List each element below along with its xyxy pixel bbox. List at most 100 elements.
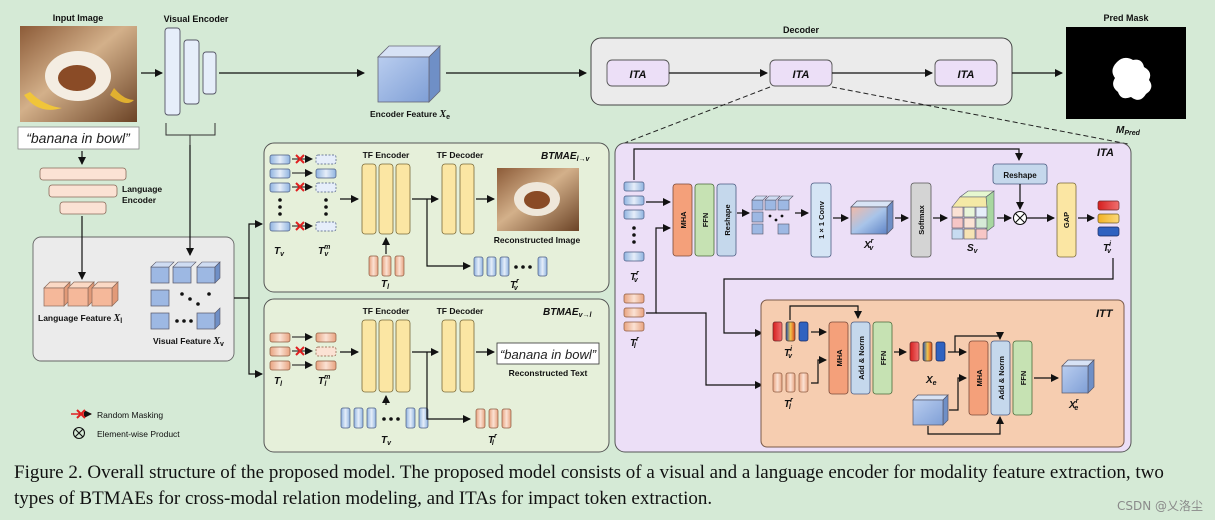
- reconstructed-image-food: [524, 191, 550, 209]
- encoder-feature-label: Encoder Feature Xe: [370, 109, 450, 121]
- btmae-top-tl-label: Tl: [381, 279, 390, 291]
- arrow-tvr-top-to-reshape: [633, 148, 1023, 180]
- ita-tvi-tokens: [1097, 200, 1120, 237]
- language-feature-label: Language Feature Xl: [38, 313, 122, 325]
- visual-encoder-layer-3: [202, 51, 217, 95]
- btmae-bottom-masking-arrows: [292, 333, 313, 369]
- itt-addnorm-block-2: [990, 340, 1011, 416]
- arrow-tvi-to-itt: [723, 258, 1114, 337]
- btmae-bottom-title: BTMAEv→l: [543, 307, 592, 319]
- arrow-feature-to-btmae: [234, 220, 263, 299]
- itt-ffn-label-1: FFN: [879, 351, 888, 366]
- visual-encoder-label: Visual Encoder: [164, 14, 229, 24]
- visual-feature: Visual Feature Xv: [150, 261, 224, 348]
- itt-mha-label-2: MHA: [975, 369, 984, 387]
- arrow-tlr-to-itt: [656, 312, 763, 389]
- itt-addnorm-label-1: Add & Norm: [857, 336, 866, 380]
- pred-mask-symbol: MPred: [1116, 125, 1141, 137]
- arrow-cube-to-addnorm: [927, 416, 1004, 435]
- arrow-itt-xe-skip: [954, 332, 1004, 352]
- itt-mha-block-2: [968, 340, 989, 416]
- banana-shape-2: [110, 88, 134, 104]
- decoder-ita-label-2: ITA: [793, 69, 810, 81]
- arrow-top-enc-to-tvr: [426, 199, 471, 270]
- language-encoder-label-1: Language: [122, 184, 162, 194]
- legend: Random Masking Element-wise Product: [71, 409, 180, 440]
- visual-encoder: Visual Encoder: [164, 14, 229, 145]
- language-encoder-layer-1: [39, 167, 127, 181]
- ita-reshape-label: Reshape: [723, 204, 732, 235]
- itt-ffn-block-1: [872, 321, 893, 395]
- ita-ffn-label: FFN: [701, 213, 710, 228]
- btmae-top-tf-encoder: [361, 163, 411, 235]
- decoder-ita-label-3: ITA: [958, 69, 975, 81]
- btmae-top-masking-arrows: [292, 155, 313, 230]
- ita-mha-block: [672, 183, 693, 257]
- ita-ffn-block: [694, 183, 715, 257]
- ita-reshape-block: [716, 183, 737, 257]
- mask-x-icon: [76, 409, 86, 419]
- btmae-bottom-visual-tokens: [340, 407, 429, 429]
- itt-ffn-label-2: FFN: [1019, 371, 1028, 386]
- btmae-bottom-tl-label: Tl: [274, 376, 283, 388]
- ita-softmax-label: Softmax: [917, 204, 926, 234]
- text-query-box: [17, 126, 140, 150]
- btmae-bottom-tf-encoder: [361, 319, 411, 393]
- ita-tvr-tokens: [623, 181, 645, 262]
- ita-conv-block: [810, 182, 832, 258]
- itt-ffn-block-2: [1012, 340, 1033, 416]
- encoder-feature-cube: Encoder Feature Xe: [370, 45, 450, 121]
- btmae-bottom-tf-decoder-label: TF Decoder: [437, 306, 484, 316]
- language-encoder-label-2: Encoder: [122, 195, 157, 205]
- visual-encoder-brace: [165, 123, 216, 145]
- itt-xe-tokens: [909, 341, 946, 362]
- arrow-itt-tlr-to-mha: [811, 356, 827, 384]
- ita-gap-label: GAP: [1062, 212, 1071, 228]
- zoom-line-left: [621, 86, 771, 145]
- language-encoder-layer-2: [48, 184, 118, 198]
- visual-encoder-layer-1: [164, 27, 181, 116]
- btmae-top-title: BTMAEl→v: [541, 151, 591, 163]
- visual-encoder-layer-2: [183, 39, 200, 105]
- food-shape: [58, 65, 96, 91]
- decoder-ita-label-1: ITA: [630, 69, 647, 81]
- reconstructed-image-label: Reconstructed Image: [494, 235, 581, 245]
- input-image-label: Input Image: [53, 13, 104, 23]
- ita-product-icon: [1012, 210, 1028, 226]
- ita-softmax-block: [910, 182, 932, 258]
- input-image-section: Input Image “banana in bowl”: [17, 13, 140, 150]
- itt-mha-label-1: MHA: [835, 349, 844, 367]
- ita-sv-cube: [951, 190, 995, 240]
- ita-sv-label: Sv: [967, 243, 979, 255]
- arrow-cube-to-mha: [949, 374, 967, 411]
- decoder-ita-block-3: [934, 59, 998, 87]
- btmae-bottom-tv-label: Tv: [381, 435, 392, 447]
- text-query: “banana in bowl”: [26, 130, 131, 146]
- btmae-top-mask-icons: [295, 154, 305, 231]
- arrow-tlr-to-mha: [646, 224, 671, 314]
- random-masking-label: Random Masking: [97, 410, 163, 420]
- itt-tvi-tokens: [772, 321, 809, 342]
- btmae-bottom-tf-decoder: [441, 319, 475, 393]
- visual-feature-label: Visual Feature Xv: [153, 336, 224, 348]
- language-encoder: Language Encoder: [39, 167, 162, 215]
- arrow-feature-to-btmae-2: [248, 298, 263, 378]
- pred-mask: Pred Mask MPred: [1066, 13, 1186, 137]
- zoom-line-right: [831, 86, 1129, 145]
- element-wise-product-label: Element-wise Product: [97, 429, 180, 439]
- figure-caption: Figure 2. Overall structure of the propo…: [14, 462, 1164, 509]
- itt-xe-label: Xe: [925, 375, 937, 387]
- btmae-bottom-input-tokens: [269, 332, 291, 371]
- ita-reshape-top-label: Reshape: [1003, 171, 1037, 180]
- reconstructed-text-box: [496, 342, 600, 365]
- language-feature-cube-2: [67, 281, 95, 307]
